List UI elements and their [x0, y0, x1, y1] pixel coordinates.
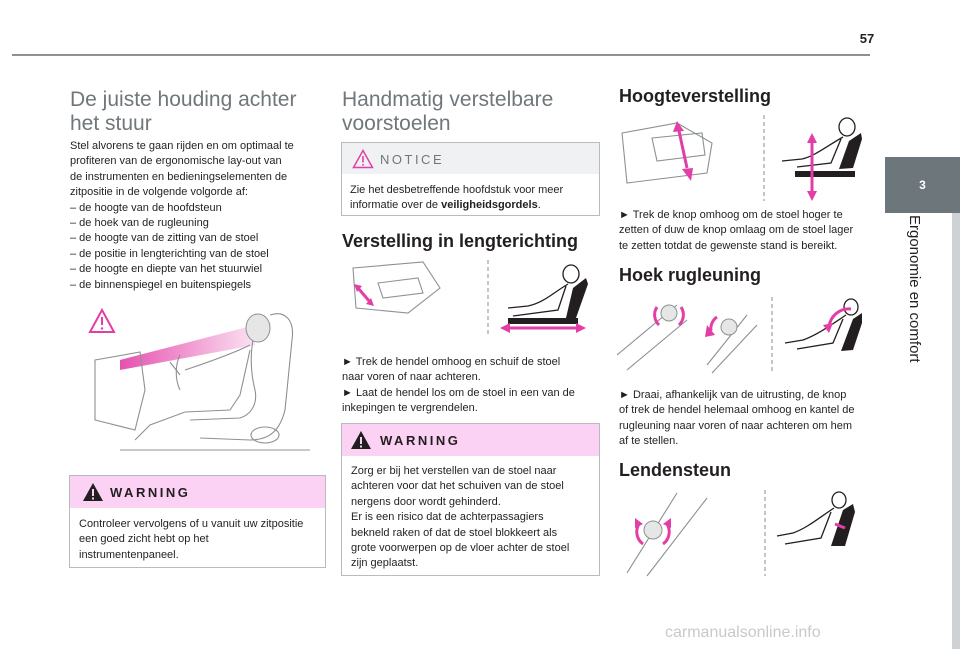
text-line: een goed zicht hebt op het: [79, 533, 209, 546]
title-line: Handmatig verstelbare: [342, 88, 554, 111]
driver-posture-illustration: [88, 307, 310, 451]
text-line: zetten of duw de knop omlaag om de stoel…: [619, 224, 854, 237]
longitudinal-instructions: ► Trek de hendel omhoog en schuif de sto…: [342, 355, 600, 417]
list-item: – de binnenspiegel en buitenspiegels: [70, 278, 252, 291]
title-line: het stuur: [70, 112, 152, 135]
page-number: 57: [859, 31, 875, 46]
header-rule: [12, 54, 870, 56]
text-line: de instrumenten en bedieningselementen d…: [70, 170, 288, 183]
text-line: ► Draai, afhankelijk van de uitrusting, …: [619, 389, 847, 401]
text-line: zijn geplaatst.: [351, 557, 419, 570]
backrest-instructions: ► Draai, afhankelijk van de uitrusting, …: [619, 388, 877, 450]
subtitle-backrest: Hoek rugleuning: [619, 265, 762, 285]
subtitle-lumbar: Lendensteun: [619, 460, 732, 480]
title-line: De juiste houding achter: [70, 88, 297, 111]
list-item: – de positie in lengterichting van de st…: [70, 247, 269, 260]
subtitle-height: Hoogteverstelling: [619, 86, 772, 106]
notice-label: NOTICE: [380, 152, 445, 167]
posture-paragraph: Stel alvorens te gaan rijden en om optim…: [70, 139, 325, 293]
subtitle-longitudinal: Verstelling in lengterichting: [342, 231, 579, 251]
text-line: zitpositie in de volgende volgorde af:: [70, 186, 248, 199]
longitudinal-adjust-illustration: [352, 260, 588, 334]
warning-text: Controleer vervolgens of u vanuit uw zit…: [79, 517, 324, 563]
section-title-manual-seats: Handmatig verstelbare voorstoelen: [342, 88, 553, 136]
title-line: voorstoelen: [342, 112, 451, 135]
chapter-strip: [952, 213, 960, 649]
text-line: instrumentenpaneel.: [79, 548, 179, 561]
text-line: nergens door wordt gehinderd.: [351, 495, 501, 508]
chapter-title: Ergonomie en comfort: [906, 215, 923, 363]
warning-label: WARNING: [380, 433, 461, 448]
text-line: bekneld raken of dat de stoel blokkeert …: [351, 526, 558, 539]
watermark: carmanualsonline.info: [665, 624, 821, 641]
warning-header: WARNING: [342, 424, 599, 456]
text-line: Zie het desbetreffende hoofdstuk voor me…: [350, 184, 564, 196]
warning-icon: [83, 483, 103, 501]
section-title-posture: De juiste houding achter het stuur: [70, 88, 296, 136]
text-line: te zetten totdat de gewenste stand is be…: [619, 239, 838, 252]
warning-header: WARNING: [70, 476, 325, 508]
text-line: ► Trek de knop omhoog om de stoel hoger …: [619, 209, 843, 221]
height-adjust-illustration: [621, 115, 862, 201]
list-item: – de hoogte en diepte van het stuurwiel: [70, 263, 263, 276]
notice-header: NOTICE: [342, 143, 599, 174]
text-span: informatie over de: [350, 199, 442, 212]
backrest-adjust-illustration: [617, 297, 862, 374]
text-span: .: [537, 199, 541, 212]
text-line: of trek de hendel helemaal omhoog en kan…: [619, 404, 855, 417]
text-line: ► Laat de hendel los om de stoel in een …: [342, 386, 575, 399]
notice-text: Zie het desbetreffende hoofdstuk voor me…: [350, 183, 595, 214]
notice-icon: [352, 149, 374, 169]
list-item: – de hoogte van de zitting van de stoel: [70, 232, 259, 245]
text-line: rugleuning naar voren of naar achteren o…: [619, 419, 852, 432]
height-instructions: ► Trek de knop omhoog om de stoel hoger …: [619, 208, 877, 254]
warning-icon: [351, 431, 371, 449]
text-line: af te stellen.: [619, 435, 679, 448]
text-line: achteren voor dat het schuiven van de st…: [351, 480, 564, 493]
list-item: – de hoogte van de hoofdsteun: [70, 201, 222, 214]
seatbelts-link[interactable]: veiligheidsgordels: [441, 199, 538, 212]
text-line: Zorg er bij het verstellen van de stoel …: [351, 465, 557, 477]
text-line: Er is een risico dat de achterpassagiers: [351, 511, 544, 524]
text-line: ► Trek de hendel omhoog en schuif de sto…: [342, 356, 561, 368]
text-line: Controleer vervolgens of u vanuit uw zit…: [79, 518, 304, 530]
warning-label: WARNING: [110, 485, 191, 500]
text-line: profiteren van de ergonomische lay-out v…: [70, 155, 282, 168]
chapter-tab[interactable]: 3: [885, 157, 960, 213]
warning-box-posture: WARNING Controleer vervolgens of u vanui…: [69, 475, 326, 568]
warning-box-seat: WARNING Zorg er bij het verstellen van d…: [341, 423, 600, 576]
text-line: grote voorwerpen op de vloer achter de s…: [351, 542, 570, 555]
text-line: Stel alvorens te gaan rijden en om optim…: [70, 140, 294, 152]
list-item: – de hoek van de rugleuning: [70, 217, 209, 230]
text-line: naar voren of naar achteren.: [342, 371, 481, 384]
notice-box: NOTICE Zie het desbetreffende hoofdstuk …: [341, 142, 600, 216]
lumbar-adjust-illustration: [626, 490, 855, 577]
text-line: inkepingen te vergrendelen.: [342, 402, 478, 415]
warning-text: Zorg er bij het verstellen van de stoel …: [351, 464, 596, 572]
text-line: informatie over de veiligheidsgordels.: [350, 198, 595, 213]
